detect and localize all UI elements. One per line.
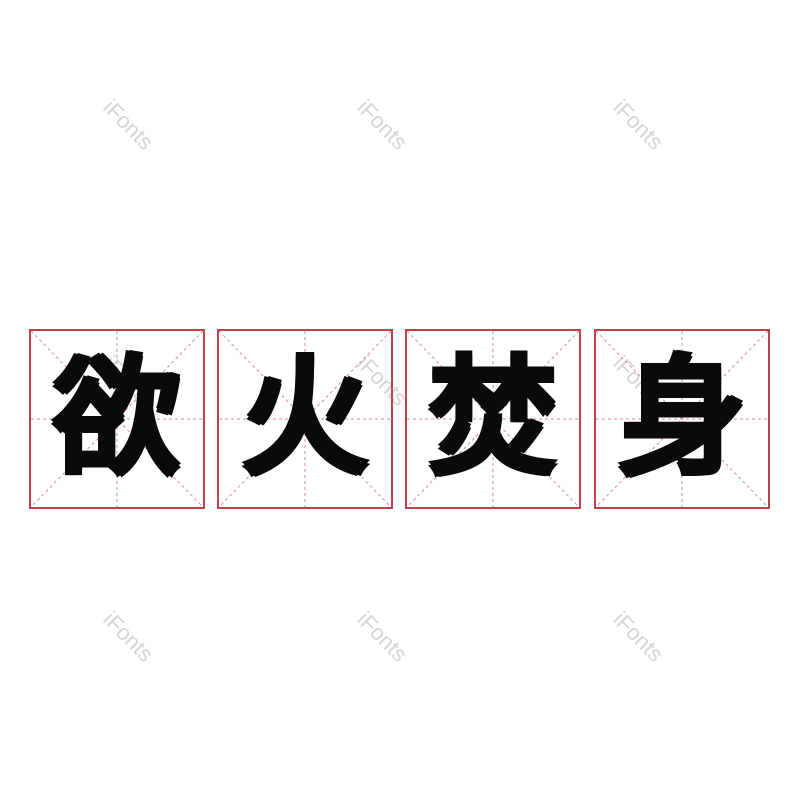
grid-guides-2: [219, 331, 391, 507]
grid-cell-1: 欲: [29, 329, 205, 509]
glyph-2: 火: [240, 344, 369, 493]
grid-cell-4: 身: [594, 329, 770, 509]
grid-cell-3: 焚: [405, 329, 581, 509]
grid-guides-3: [407, 331, 579, 507]
grid-cell-2: 火: [217, 329, 393, 509]
glyph-3: 焚: [428, 344, 557, 493]
glyph-1: 欲: [52, 344, 181, 493]
grid-guides-1: [31, 331, 203, 507]
glyph-4: 身: [617, 344, 746, 493]
grid-guides-4: [596, 331, 768, 507]
